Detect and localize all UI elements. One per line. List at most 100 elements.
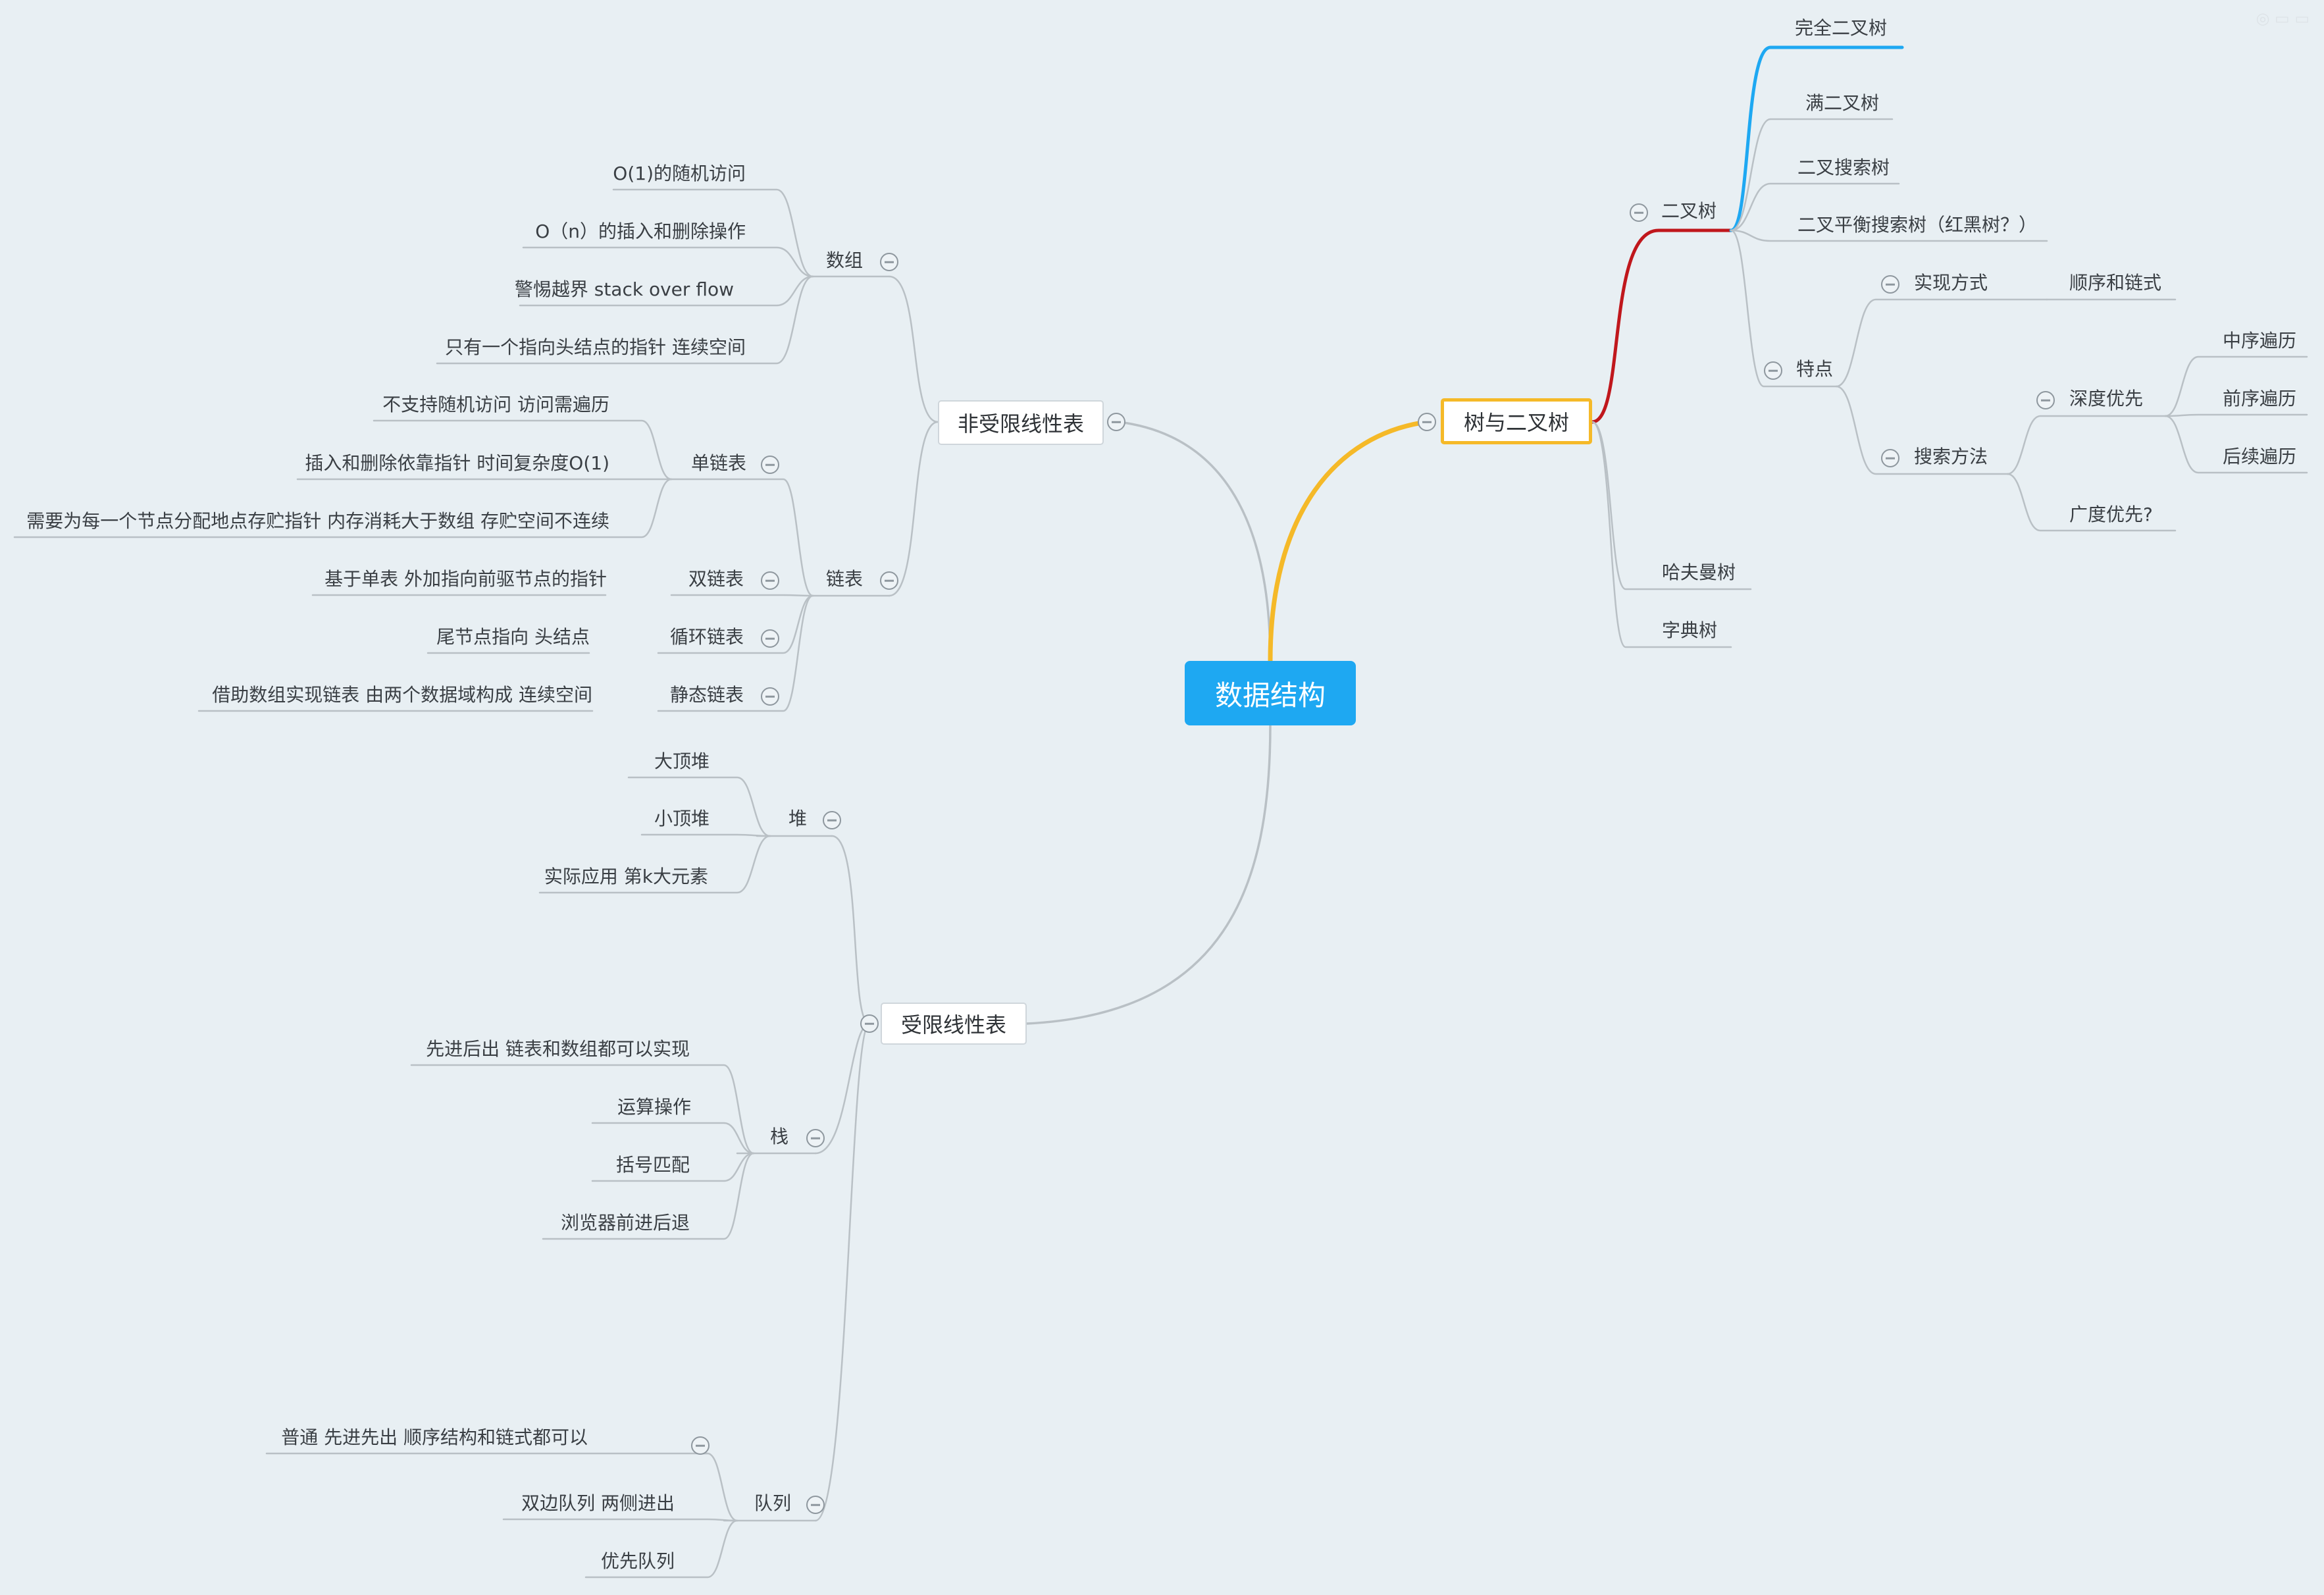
topic-heap[interactable]: 堆 bbox=[788, 808, 808, 829]
leaf-stack-2[interactable]: 运算操作 bbox=[617, 1096, 691, 1118]
topic-features[interactable]: 特点 bbox=[1796, 358, 1834, 380]
leaf-heap-3[interactable]: 实际应用 第k大元素 bbox=[544, 866, 708, 887]
connector-tree-bintree bbox=[1590, 228, 1733, 424]
topic-queue[interactable]: 队列 bbox=[754, 1492, 792, 1514]
connector-line bbox=[657, 594, 814, 712]
connector-line bbox=[502, 1518, 738, 1522]
collapse-toggle-icon[interactable] bbox=[1107, 413, 1125, 431]
collapse-toggle-icon[interactable] bbox=[761, 571, 779, 590]
topic-tree[interactable]: 树与二叉树 bbox=[1441, 398, 1592, 444]
leaf-huffman-tree[interactable]: 哈夫曼树 bbox=[1662, 562, 1736, 583]
connector-line bbox=[1591, 421, 1732, 648]
topic-search-method[interactable]: 搜索方法 bbox=[1914, 446, 1988, 467]
collapse-toggle-icon[interactable] bbox=[1881, 275, 1899, 294]
leaf-postorder[interactable]: 后续遍历 bbox=[2223, 446, 2297, 467]
leaf-heap-2[interactable]: 小顶堆 bbox=[654, 808, 710, 829]
leaf-queue-2[interactable]: 双边队列 两侧进出 bbox=[521, 1492, 675, 1514]
collapse-toggle-icon[interactable] bbox=[880, 571, 898, 590]
leaf-queue-3[interactable]: 优先队列 bbox=[600, 1550, 675, 1572]
topic-nonrestricted-linear[interactable]: 非受限线性表 bbox=[938, 400, 1104, 445]
collapse-toggle-icon[interactable] bbox=[1881, 449, 1899, 467]
topic-linked-list[interactable]: 链表 bbox=[826, 568, 864, 590]
connector-line bbox=[542, 1152, 755, 1240]
leaf-single-2[interactable]: 插入和删除依靠指针 时间复杂度O(1) bbox=[305, 452, 609, 474]
connector-line bbox=[1730, 229, 1838, 388]
connector-line bbox=[591, 1152, 755, 1182]
collapse-toggle-icon[interactable] bbox=[691, 1436, 710, 1455]
topic-stack[interactable]: 栈 bbox=[770, 1126, 789, 1147]
connector-line bbox=[2006, 473, 2177, 532]
topic-implementation[interactable]: 实现方式 bbox=[1914, 272, 1988, 294]
collapse-toggle-icon[interactable] bbox=[1764, 361, 1782, 380]
topic-binary-tree[interactable]: 二叉树 bbox=[1661, 200, 1717, 222]
connector-line bbox=[591, 1122, 755, 1155]
leaf-array-2[interactable]: O（n）的插入和删除操作 bbox=[535, 221, 746, 242]
leaf-full-binary-tree[interactable]: 满二叉树 bbox=[1805, 92, 1880, 114]
connector-line bbox=[522, 246, 814, 278]
leaf-array-1[interactable]: O(1)的随机访问 bbox=[613, 163, 746, 184]
topic-circular-linked[interactable]: 循环链表 bbox=[670, 626, 744, 648]
leaf-array-3[interactable]: 警惕越界 stack over flow bbox=[514, 278, 734, 300]
topic-restricted-linear[interactable]: 受限线性表 bbox=[881, 1003, 1027, 1045]
leaf-preorder[interactable]: 前序遍历 bbox=[2223, 388, 2297, 409]
leaf-queue-1[interactable]: 普通 先进先出 顺序结构和链式都可以 bbox=[281, 1426, 588, 1448]
connector-line bbox=[888, 275, 939, 423]
collapse-toggle-icon[interactable] bbox=[806, 1496, 825, 1514]
collapse-toggle-icon[interactable] bbox=[880, 253, 898, 271]
topic-single-linked[interactable]: 单链表 bbox=[691, 452, 747, 474]
leaf-static-1[interactable]: 借助数组实现链表 由两个数据域构成 连续空间 bbox=[212, 684, 592, 706]
leaf-stack-4[interactable]: 浏览器前进后退 bbox=[560, 1212, 690, 1234]
connector-line bbox=[670, 594, 814, 597]
collapse-toggle-icon[interactable] bbox=[761, 456, 779, 474]
connector-line bbox=[670, 478, 814, 597]
connector-line bbox=[519, 275, 814, 307]
leaf-single-1[interactable]: 不支持随机访问 访问需遍历 bbox=[382, 394, 609, 415]
root-topic[interactable]: 数据结构 bbox=[1185, 661, 1356, 725]
topic-dfs[interactable]: 深度优先 bbox=[2069, 388, 2144, 409]
connector-line bbox=[13, 478, 673, 538]
connector-line bbox=[410, 1064, 755, 1155]
connector-line bbox=[1730, 182, 1900, 232]
collapse-toggle-icon[interactable] bbox=[823, 811, 841, 829]
leaf-double-1[interactable]: 基于单表 外加指向前驱节点的指针 bbox=[324, 568, 607, 590]
leaf-inorder[interactable]: 中序遍历 bbox=[2223, 330, 2297, 352]
collapse-toggle-icon[interactable] bbox=[761, 687, 779, 706]
connector-line bbox=[265, 1452, 738, 1522]
connector-line bbox=[2164, 355, 2308, 417]
connector-line bbox=[584, 1519, 738, 1579]
leaf-array-4[interactable]: 只有一个指向头结点的指针 连续空间 bbox=[445, 336, 746, 358]
connector-line bbox=[657, 594, 814, 654]
watermark: ◎ ▭ ▭ bbox=[2256, 9, 2310, 28]
leaf-complete-binary-tree[interactable]: 完全二叉树 bbox=[1795, 17, 1888, 39]
leaf-balanced-bst[interactable]: 二叉平衡搜索树（红黑树？） bbox=[1797, 214, 2038, 236]
connector-line bbox=[2164, 415, 2308, 474]
leaf-trie[interactable]: 字典树 bbox=[1662, 619, 1718, 641]
leaf-seq-and-linked[interactable]: 顺序和链式 bbox=[2069, 272, 2162, 294]
connector-line bbox=[612, 188, 814, 278]
leaf-stack-3[interactable]: 括号匹配 bbox=[615, 1154, 690, 1176]
connector-root-nonrestricted bbox=[1118, 421, 1272, 662]
connector-line bbox=[436, 275, 814, 365]
connector-line bbox=[538, 835, 771, 894]
topic-array[interactable]: 数组 bbox=[826, 249, 864, 271]
connector-root-tree bbox=[1268, 419, 1430, 664]
leaf-bst[interactable]: 二叉搜索树 bbox=[1797, 157, 1890, 178]
leaf-circular-1[interactable]: 尾节点指向 头结点 bbox=[436, 626, 590, 648]
collapse-toggle-icon[interactable] bbox=[2036, 391, 2055, 409]
topic-double-linked[interactable]: 双链表 bbox=[688, 568, 744, 590]
connector-line bbox=[1730, 118, 1894, 232]
collapse-toggle-icon[interactable] bbox=[806, 1129, 825, 1147]
leaf-single-3[interactable]: 需要为每一个节点分配地点存贮指针 内存消耗大于数组 存贮空间不连续 bbox=[26, 510, 609, 532]
collapse-toggle-icon[interactable] bbox=[1630, 203, 1648, 222]
connector-line bbox=[1835, 385, 2009, 475]
collapse-toggle-icon[interactable] bbox=[761, 629, 779, 648]
connector-line bbox=[831, 835, 871, 1025]
collapse-toggle-icon[interactable] bbox=[860, 1014, 879, 1033]
leaf-heap-1[interactable]: 大顶堆 bbox=[654, 750, 710, 772]
leaf-stack-1[interactable]: 先进后出 链表和数组都可以实现 bbox=[426, 1038, 690, 1060]
connector-line bbox=[2164, 413, 2308, 417]
leaf-bfs[interactable]: 广度优先? bbox=[2069, 504, 2153, 525]
topic-static-linked[interactable]: 静态链表 bbox=[670, 684, 744, 706]
collapse-toggle-icon[interactable] bbox=[1418, 413, 1436, 431]
